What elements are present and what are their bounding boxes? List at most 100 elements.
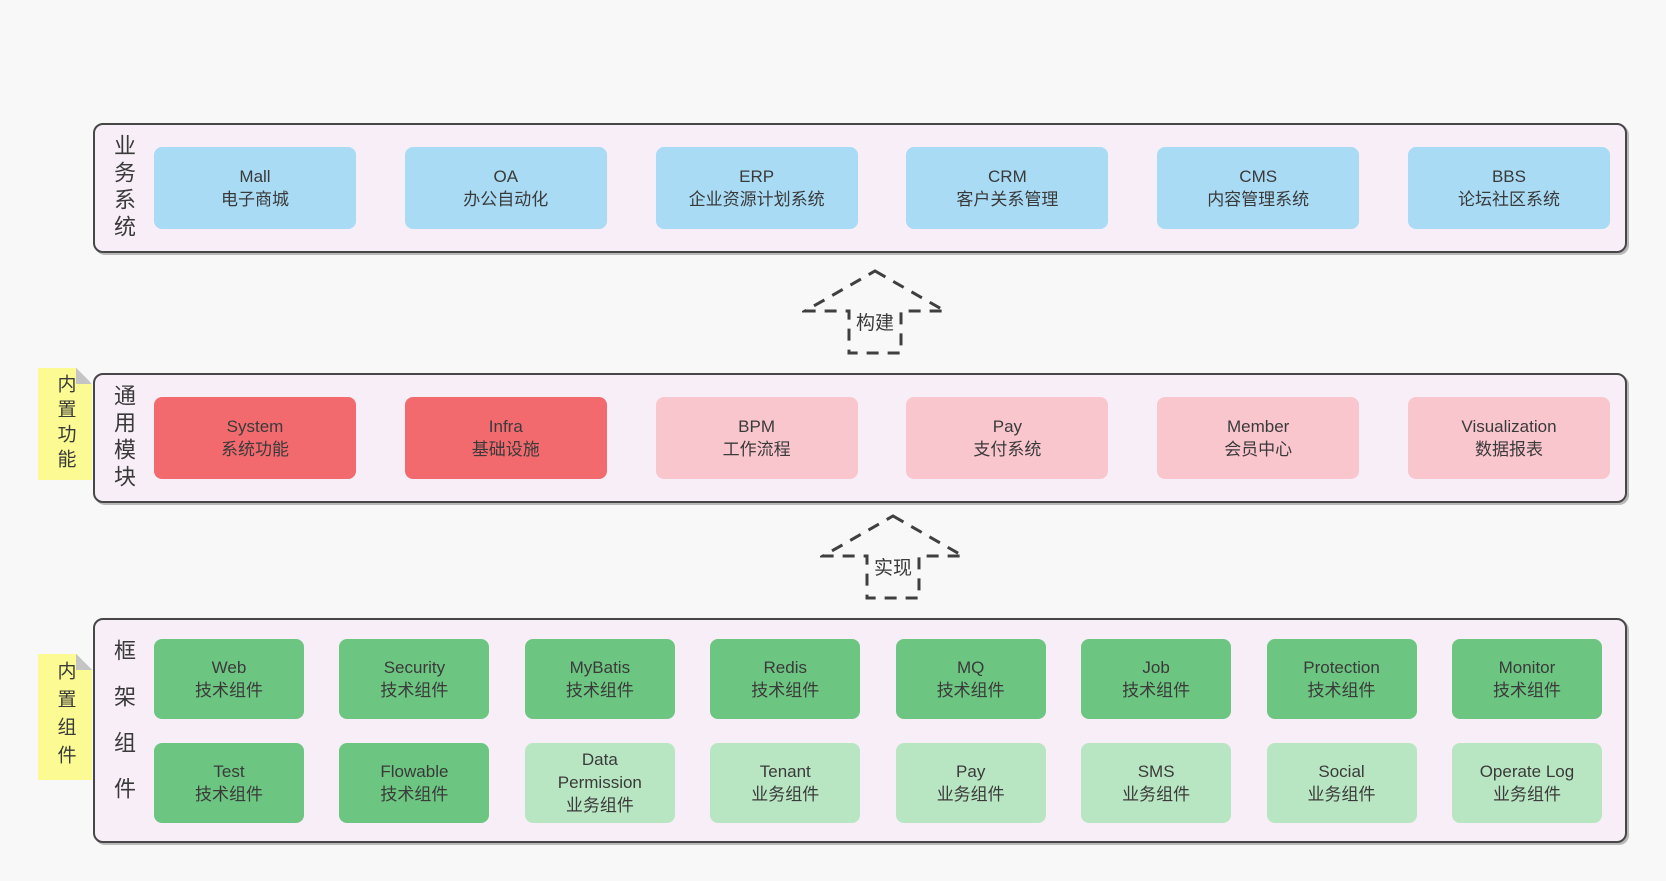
arrow-implement: 实现 [820, 513, 966, 601]
box-name: Social [1318, 761, 1365, 781]
up-arrow-icon [820, 514, 966, 600]
box-name: System [226, 417, 284, 436]
sticky-built-in-features-label: 内置功能 [54, 374, 76, 474]
box-subtitle: 技术组件 [565, 680, 634, 700]
box-subtitle: 客户关系管理 [956, 190, 1059, 209]
box-data-permission: Data Permission 业务组件 [524, 742, 675, 823]
box-subtitle: 支付系统 [973, 440, 1042, 459]
box-subtitle: 业务组件 [1122, 784, 1191, 804]
box-name: Security [383, 657, 446, 677]
box-subtitle: 基础设施 [471, 440, 540, 459]
folded-corner-icon [76, 654, 92, 670]
box-name: Tenant [759, 761, 811, 781]
box-infra: Infra 基础设施 [404, 397, 607, 479]
box-operate-log: Operate Log 业务组件 [1451, 742, 1602, 823]
box-subtitle: 技术组件 [1307, 680, 1376, 700]
box-flowable: Flowable 技术组件 [339, 742, 490, 823]
band-framework-components: 框架组件 Web 技术组件 Security 技术组件 MyBatis 技术组件… [93, 618, 1627, 843]
box-subtitle: 企业资源计划系统 [688, 190, 825, 209]
box-name: OA [493, 167, 519, 186]
box-name: CRM [988, 167, 1027, 186]
box-bbs: BBS 论坛社区系统 [1407, 147, 1610, 229]
box-subtitle: 技术组件 [1122, 680, 1191, 700]
box-web: Web 技术组件 [154, 638, 304, 719]
box-name: Member [1227, 417, 1290, 436]
box-subtitle: 数据报表 [1474, 440, 1543, 459]
band-title-business-systems: 业务系统 [111, 134, 136, 242]
box-subtitle: 业务组件 [751, 784, 820, 804]
box-name: Infra [488, 417, 523, 436]
box-pay: Pay 支付系统 [906, 397, 1109, 479]
box-subtitle: 技术组件 [1492, 680, 1561, 700]
box-protection: Protection 技术组件 [1266, 638, 1417, 719]
box-subtitle: 技术组件 [751, 680, 820, 700]
box-name: Mall [239, 167, 271, 186]
box-cms: CMS 内容管理系统 [1157, 147, 1360, 229]
box-subtitle: 办公自动化 [463, 190, 549, 209]
box-sms: SMS 业务组件 [1081, 742, 1232, 823]
box-subtitle: 技术组件 [936, 680, 1005, 700]
box-visualization: Visualization 数据报表 [1407, 397, 1610, 479]
common-modules-boxes: System 系统功能 Infra 基础设施 BPM 工作流程 Pay 支付系统… [154, 375, 1610, 501]
box-name: Visualization [1461, 417, 1557, 436]
box-subtitle: 电子商城 [221, 190, 289, 209]
box-subtitle: 技术组件 [380, 680, 449, 700]
box-name: MyBatis [569, 657, 631, 677]
box-subtitle: 业务组件 [565, 796, 634, 815]
band-business-systems: 业务系统 Mall 电子商城 OA 办公自动化 ERP 企业资源计划系统 CRM… [93, 123, 1627, 253]
box-tenant: Tenant 业务组件 [710, 742, 861, 823]
band-title-framework-components: 框架组件 [111, 638, 136, 823]
box-name: Flowable [380, 761, 449, 781]
box-name: BPM [738, 417, 776, 436]
box-social: Social 业务组件 [1266, 742, 1417, 823]
box-subtitle: 技术组件 [195, 784, 263, 804]
box-name: Pay [992, 417, 1023, 436]
box-subtitle: 技术组件 [380, 784, 449, 804]
box-name: Job [1142, 657, 1170, 677]
box-system: System 系统功能 [154, 397, 356, 479]
box-job: Job 技术组件 [1081, 638, 1232, 719]
box-subtitle: 论坛社区系统 [1457, 190, 1560, 209]
box-bpm: BPM 工作流程 [655, 397, 858, 479]
box-name: Operate Log [1479, 761, 1575, 781]
box-erp: ERP 企业资源计划系统 [655, 147, 858, 229]
box-name: Web [211, 657, 247, 677]
business-systems-boxes: Mall 电子商城 OA 办公自动化 ERP 企业资源计划系统 CRM 客户关系… [154, 125, 1610, 251]
arrow-build: 构建 [802, 268, 948, 356]
box-name: CMS [1239, 167, 1278, 186]
box-member: Member 会员中心 [1157, 397, 1360, 479]
box-subtitle: 内容管理系统 [1207, 190, 1310, 209]
box-subtitle: 工作流程 [722, 440, 791, 459]
box-mq: MQ 技术组件 [895, 638, 1046, 719]
band-common-modules: 通用模块 System 系统功能 Infra 基础设施 BPM 工作流程 Pay… [93, 373, 1627, 503]
box-name: BBS [1491, 167, 1526, 186]
box-subtitle: 业务组件 [936, 784, 1005, 804]
arrow-implement-label: 实现 [870, 553, 916, 580]
box-subtitle: 系统功能 [221, 440, 289, 459]
box-mall: Mall 电子商城 [154, 147, 356, 229]
sticky-built-in-components-label: 内置组件 [54, 661, 76, 773]
framework-components-boxes: Web 技术组件 Security 技术组件 MyBatis 技术组件 Redi… [154, 638, 1602, 823]
up-arrow-icon [802, 269, 948, 355]
box-redis: Redis 技术组件 [710, 638, 861, 719]
sticky-built-in-features: 内置功能 [38, 368, 92, 480]
box-name: Pay [956, 761, 986, 781]
box-security: Security 技术组件 [339, 638, 490, 719]
box-oa: OA 办公自动化 [404, 147, 607, 229]
box-name: SMS [1137, 761, 1175, 781]
box-subtitle: 业务组件 [1492, 784, 1561, 804]
box-pay-component: Pay 业务组件 [895, 742, 1046, 823]
box-monitor: Monitor 技术组件 [1451, 638, 1602, 719]
folded-corner-icon [76, 368, 92, 384]
box-subtitle: 业务组件 [1307, 784, 1376, 804]
sticky-built-in-components: 内置组件 [38, 654, 92, 780]
box-name: MQ [956, 657, 985, 677]
box-name: ERP [739, 167, 775, 186]
box-crm: CRM 客户关系管理 [906, 147, 1109, 229]
box-mybatis: MyBatis 技术组件 [524, 638, 675, 719]
box-name: Protection [1303, 657, 1380, 677]
box-test: Test 技术组件 [154, 742, 304, 823]
box-subtitle: 技术组件 [195, 680, 263, 700]
box-name: Redis [763, 657, 807, 677]
